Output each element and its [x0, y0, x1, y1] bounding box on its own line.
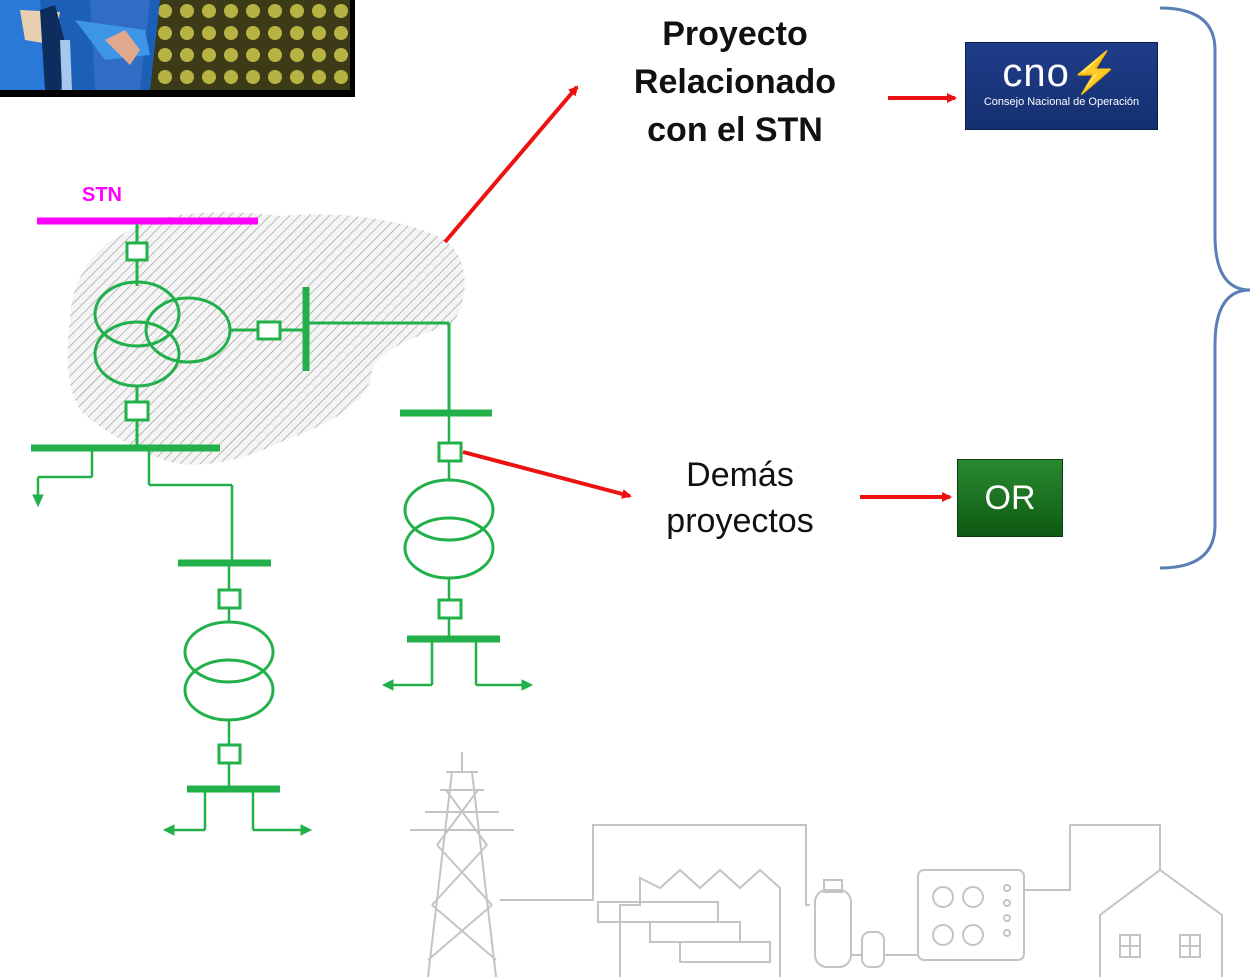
stn-project-line-1: Proyecto: [662, 15, 808, 53]
gas-tank-icon: [814, 879, 885, 968]
lightning-bolt-icon: ⚡: [1069, 51, 1121, 95]
right-brace: [1159, 6, 1251, 570]
infrastructure-sketch: [410, 752, 1223, 977]
stn-project-line-3: con el STN: [647, 111, 823, 149]
or-box: OR: [957, 459, 1063, 537]
right-transformer-branch: [381, 409, 534, 691]
cno-logo-word: cno: [1002, 51, 1070, 95]
stn-project-line-2: Relacionado: [633, 63, 837, 101]
other-projects-line-2: proyectos: [666, 502, 814, 540]
stn-project-label: Proyecto Relacionado con el STN: [595, 10, 875, 154]
transmission-tower-icon: [410, 752, 514, 977]
left-bus: [31, 444, 234, 561]
arrow-to-other-projects: [462, 450, 632, 499]
factory-icon: [597, 868, 781, 977]
stn-transformer-branch: [93, 224, 451, 447]
cno-logo: cno⚡ Consejo Nacional de Operación: [965, 42, 1158, 130]
cno-logo-subtitle: Consejo Nacional de Operación: [983, 96, 1140, 108]
other-projects-line-1: Demás: [686, 456, 794, 494]
hvac-unit-icon: [917, 869, 1025, 961]
red-arrows: [443, 85, 957, 502]
house-icon: [1099, 868, 1223, 977]
clipart-businessman: [0, 0, 355, 97]
other-projects-label: Demás proyectos: [620, 452, 860, 544]
arrow-to-stn-project: [443, 85, 579, 244]
lower-left-transformer-branch: [162, 559, 313, 836]
stn-bus-label: STN: [82, 184, 122, 206]
